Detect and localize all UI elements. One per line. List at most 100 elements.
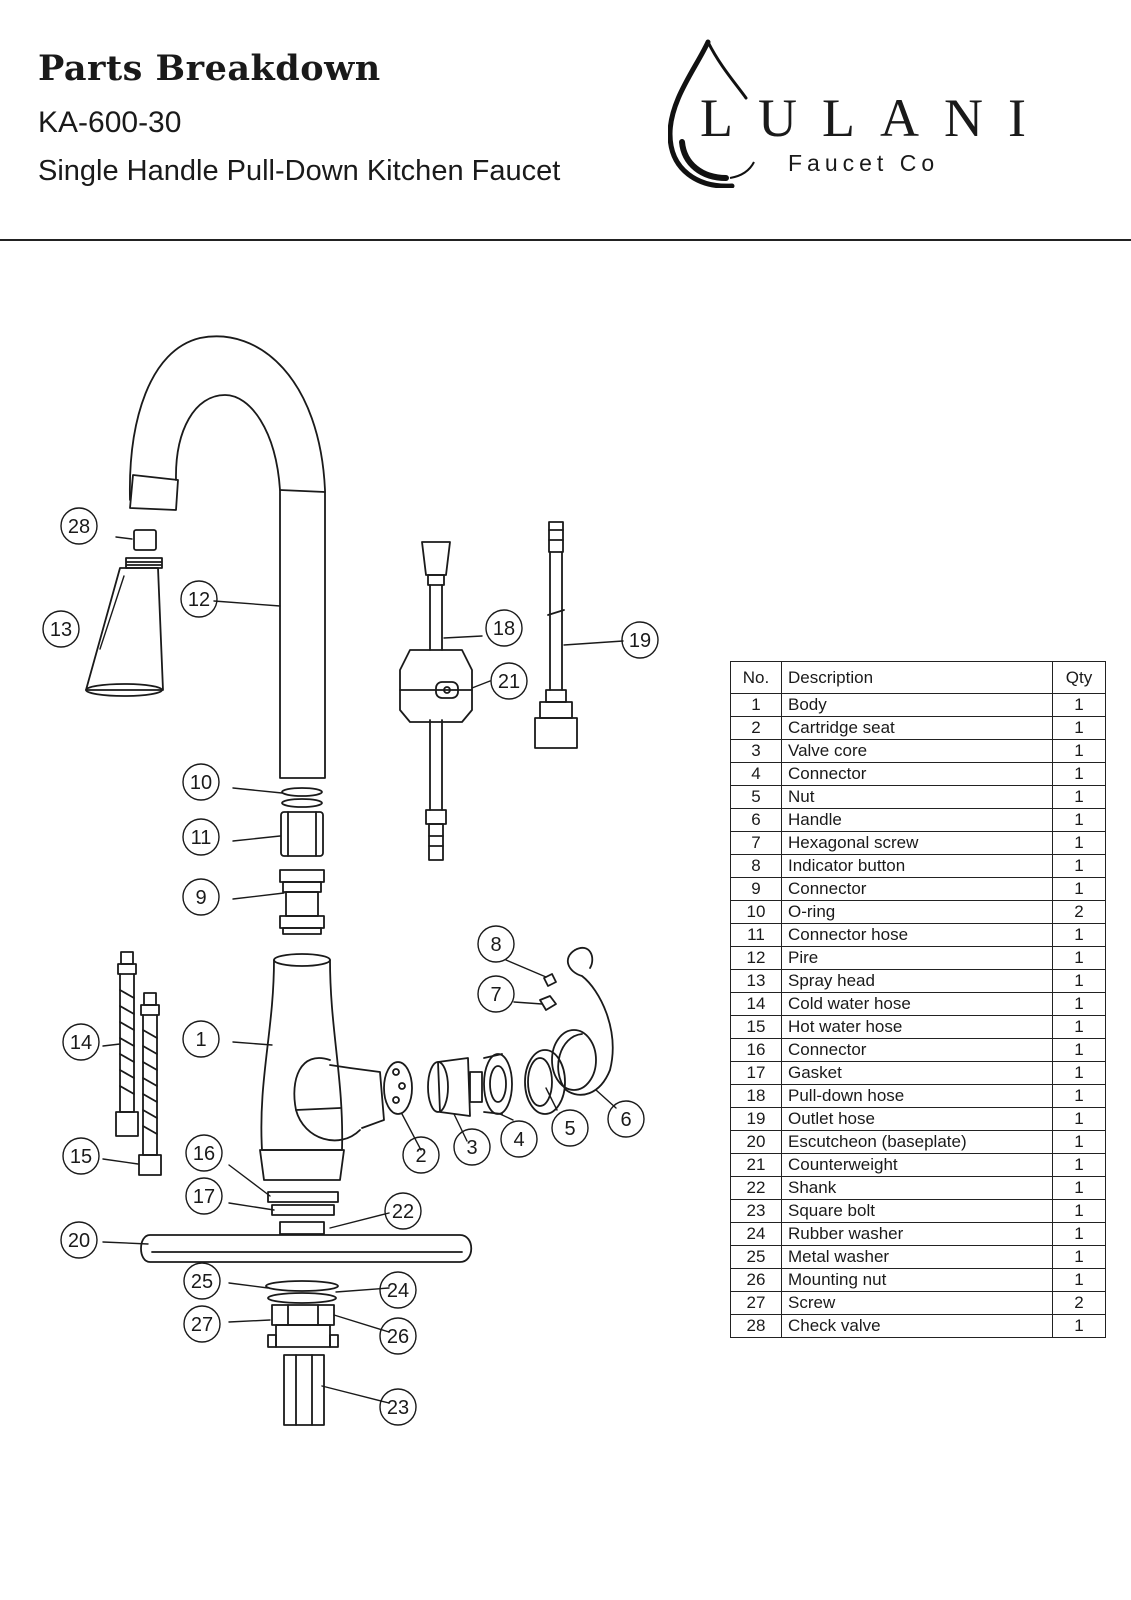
pull-down-hose-part (421, 541, 451, 861)
cell-no: 5 (730, 785, 782, 809)
screw-part (267, 1324, 339, 1348)
svg-text:15: 15 (70, 1146, 92, 1168)
svg-text:4: 4 (513, 1129, 524, 1151)
cell-description: Cartridge seat (781, 716, 1053, 740)
cell-no: 20 (730, 1130, 782, 1154)
callout-19: 19 (621, 621, 659, 659)
outlet-hose-part (534, 521, 578, 749)
cell-no: 28 (730, 1314, 782, 1338)
cell-description: Valve core (781, 739, 1053, 763)
svg-text:11: 11 (191, 827, 212, 849)
cell-no: 12 (730, 946, 782, 970)
cell-qty: 1 (1052, 969, 1106, 993)
page-title: Parts Breakdown (38, 48, 381, 89)
cell-qty: 1 (1052, 785, 1106, 809)
svg-text:16: 16 (193, 1143, 215, 1165)
counterweight-part (399, 649, 473, 723)
cell-description: Pull-down hose (781, 1084, 1053, 1108)
cell-no: 27 (730, 1291, 782, 1315)
callout-14: 14 (62, 1023, 100, 1061)
body-part (259, 953, 385, 1181)
hexagonal-screw-part (539, 995, 557, 1011)
cell-description: Connector hose (781, 923, 1053, 947)
cell-qty: 1 (1052, 1107, 1106, 1131)
svg-text:27: 27 (191, 1314, 213, 1336)
callout-10: 10 (182, 763, 220, 801)
svg-text:10: 10 (190, 772, 212, 794)
svg-text:8: 8 (490, 934, 501, 956)
cell-qty: 1 (1052, 1245, 1106, 1269)
cell-qty: 2 (1052, 1291, 1106, 1315)
svg-text:7: 7 (490, 984, 501, 1006)
cell-qty: 1 (1052, 1268, 1106, 1292)
callouts: 28 12 13 10 11 9 8 7 14 1 6 5 4 3 2 15 1… (42, 507, 659, 1426)
cell-description: Counterweight (781, 1153, 1053, 1177)
gasket-part (267, 1191, 339, 1216)
column-header-no: No. (730, 661, 782, 694)
shank-part (279, 1221, 325, 1235)
cell-no: 4 (730, 762, 782, 786)
cell-no: 22 (730, 1176, 782, 1200)
svg-text:6: 6 (620, 1109, 631, 1131)
cell-qty: 1 (1052, 1084, 1106, 1108)
svg-text:20: 20 (68, 1230, 90, 1252)
callout-22: 22 (384, 1192, 422, 1230)
cell-qty: 1 (1052, 1015, 1106, 1039)
cell-no: 26 (730, 1268, 782, 1292)
cell-qty: 1 (1052, 923, 1106, 947)
callout-4: 4 (500, 1120, 538, 1158)
callout-26: 26 (379, 1317, 417, 1355)
cell-no: 3 (730, 739, 782, 763)
cartridge-seat-part (383, 1061, 413, 1115)
column-header-description: Description (781, 661, 1053, 694)
table-header-row: No. Description Qty (730, 661, 1106, 694)
cell-description: Cold water hose (781, 992, 1053, 1016)
cell-no: 13 (730, 969, 782, 993)
brand-tagline: Faucet Co (788, 150, 940, 176)
cell-description: O-ring (781, 900, 1053, 924)
cell-no: 21 (730, 1153, 782, 1177)
callout-7: 7 (477, 975, 515, 1013)
cell-qty: 1 (1052, 854, 1106, 878)
cell-description: Body (781, 693, 1053, 717)
cell-qty: 1 (1052, 1061, 1106, 1085)
o-ring-part (281, 787, 323, 808)
indicator-button-part (543, 973, 557, 987)
cell-no: 16 (730, 1038, 782, 1062)
callout-28: 28 (60, 507, 98, 545)
callout-2: 2 (402, 1136, 440, 1174)
cell-qty: 1 (1052, 1314, 1106, 1338)
cell-description: Check valve (781, 1314, 1053, 1338)
callout-15: 15 (62, 1137, 100, 1175)
svg-text:1: 1 (195, 1029, 206, 1051)
callout-3: 3 (453, 1128, 491, 1166)
cell-qty: 1 (1052, 1199, 1106, 1223)
cell-qty: 1 (1052, 1222, 1106, 1246)
pipe-part (129, 335, 326, 779)
callout-25: 25 (183, 1262, 221, 1300)
callout-12: 12 (180, 580, 218, 618)
connector-part (279, 869, 325, 935)
cell-qty: 1 (1052, 831, 1106, 855)
cell-qty: 1 (1052, 1130, 1106, 1154)
cell-no: 10 (730, 900, 782, 924)
cell-description: Outlet hose (781, 1107, 1053, 1131)
svg-text:19: 19 (629, 630, 651, 652)
